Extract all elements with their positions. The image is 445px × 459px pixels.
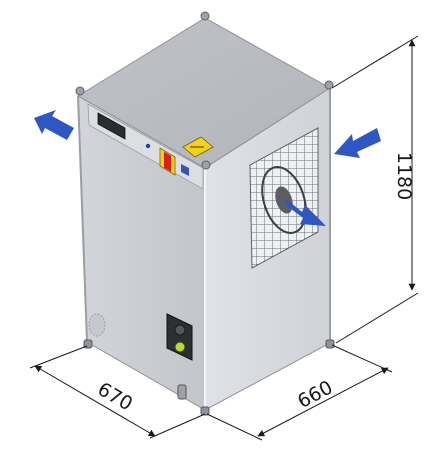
lifting-eyes bbox=[75, 11, 334, 170]
lifting-eye-icon bbox=[324, 80, 334, 90]
main-switch-icon bbox=[164, 151, 171, 172]
vent-icon bbox=[88, 313, 106, 337]
extension-line bbox=[149, 413, 206, 439]
side-grille bbox=[249, 127, 319, 269]
airflow-arrows bbox=[34, 110, 381, 226]
foot-icon bbox=[325, 339, 335, 349]
lifting-eye-icon bbox=[75, 86, 85, 96]
drain-valve-icon bbox=[177, 384, 187, 400]
control-panel bbox=[87, 103, 204, 190]
depth-dimension-line bbox=[257, 367, 389, 437]
connector-port-icon bbox=[174, 341, 186, 353]
extension-line bbox=[335, 292, 419, 344]
feet bbox=[83, 339, 335, 416]
lifting-eye-icon bbox=[201, 160, 211, 170]
height-dimension-label: 1180 bbox=[393, 152, 415, 200]
extension-line bbox=[331, 344, 393, 373]
fan-icon bbox=[261, 166, 307, 234]
airflow-out-grille-arrow-icon bbox=[285, 198, 326, 226]
depth-dimension-label: 660 bbox=[294, 376, 336, 412]
connector-block-icon bbox=[166, 313, 193, 361]
indicator-light-icon bbox=[145, 143, 151, 149]
width-dimension-line bbox=[34, 365, 156, 437]
airflow-in-right-arrow-icon bbox=[334, 128, 381, 158]
airflow-out-left-arrow-icon bbox=[34, 110, 74, 140]
front-lower-details bbox=[88, 313, 193, 400]
left-edge bbox=[77, 95, 88, 343]
extension-line bbox=[29, 345, 88, 369]
width-dimension-label: 670 bbox=[94, 378, 136, 415]
info-label-icon bbox=[181, 164, 189, 176]
lifting-eye-icon bbox=[200, 11, 210, 21]
connector-port-icon bbox=[174, 324, 186, 336]
foot-icon bbox=[200, 406, 210, 416]
extension-line bbox=[206, 413, 263, 441]
display-icon bbox=[97, 112, 126, 140]
extension-line bbox=[331, 35, 419, 89]
dimension-lines bbox=[29, 35, 419, 441]
